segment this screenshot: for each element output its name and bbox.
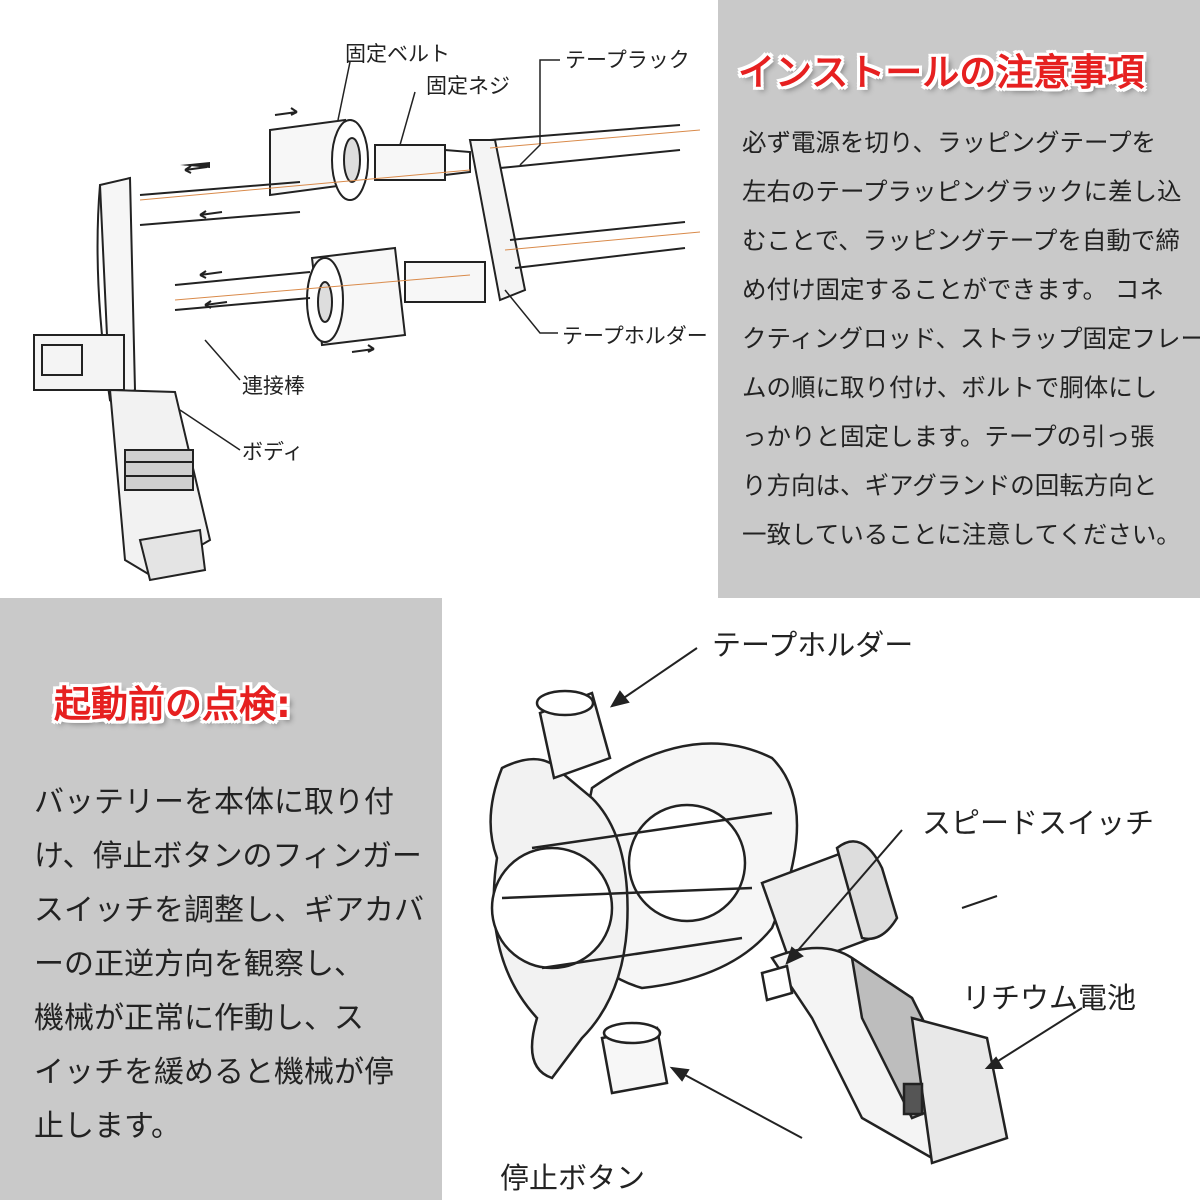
- install-line: り方向は、ギアグランドの回転方向と: [742, 471, 1158, 500]
- check-line: バッテリーを本体に取り付: [34, 785, 394, 820]
- install-line: クティングロッド、ストラップ固定フレー: [742, 324, 1200, 353]
- install-line: 一致していることに注意してください。: [742, 520, 1181, 549]
- install-line: っかりと固定します。テープの引っ張: [742, 422, 1155, 451]
- check-line: ーの正逆方向を観察し、: [34, 947, 364, 982]
- label-holder-2: テープホルダー: [712, 628, 914, 662]
- check-line: 機械が正常に作動し、ス: [34, 1001, 364, 1036]
- install-line: むことで、ラッピングテープを自動で締: [742, 226, 1180, 255]
- label-stop-button: 停止ボタン: [500, 1161, 646, 1195]
- check-panel: [0, 598, 442, 1200]
- install-heading: インストールの注意事項: [738, 51, 1145, 94]
- label-rod: 連接棒: [242, 374, 305, 398]
- check-line: スイッチを調整し、ギアカバ: [34, 893, 424, 928]
- assembled-tool-diagram: [489, 647, 1083, 1165]
- check-line: イッチを緩めると機械が停: [34, 1055, 394, 1090]
- exploded-assembly-diagram: [33, 59, 701, 582]
- install-text: 必ず電源を切り、ラッピングテープを 左右のテープラッピングラックに差し込 むこと…: [742, 118, 1200, 559]
- label-battery: リチウム電池: [962, 981, 1137, 1015]
- install-line: ムの順に取り付け、ボルトで胴体にし: [742, 373, 1158, 402]
- label-rack: テープラック: [565, 48, 690, 72]
- check-line: 止します。: [34, 1109, 181, 1144]
- check-heading: 起動前の点検:: [54, 683, 291, 726]
- install-panel: [718, 0, 1200, 598]
- install-line: め付け固定することができます。 コネ: [742, 275, 1164, 304]
- label-screw: 固定ネジ: [426, 74, 510, 98]
- install-line: 必ず電源を切り、ラッピングテープを: [742, 128, 1157, 157]
- label-holder-1: テープホルダー: [562, 324, 708, 348]
- label-belt: 固定ベルト: [345, 42, 450, 66]
- install-line: 左右のテープラッピングラックに差し込: [742, 177, 1182, 206]
- label-speed-switch: スピードスイッチ: [922, 806, 1155, 840]
- check-line: け、停止ボタンのフィンガー: [34, 839, 422, 874]
- label-body: ボディ: [242, 440, 304, 464]
- check-text: バッテリーを本体に取り付 け、停止ボタンのフィンガー スイッチを調整し、ギアカバ…: [34, 776, 434, 1154]
